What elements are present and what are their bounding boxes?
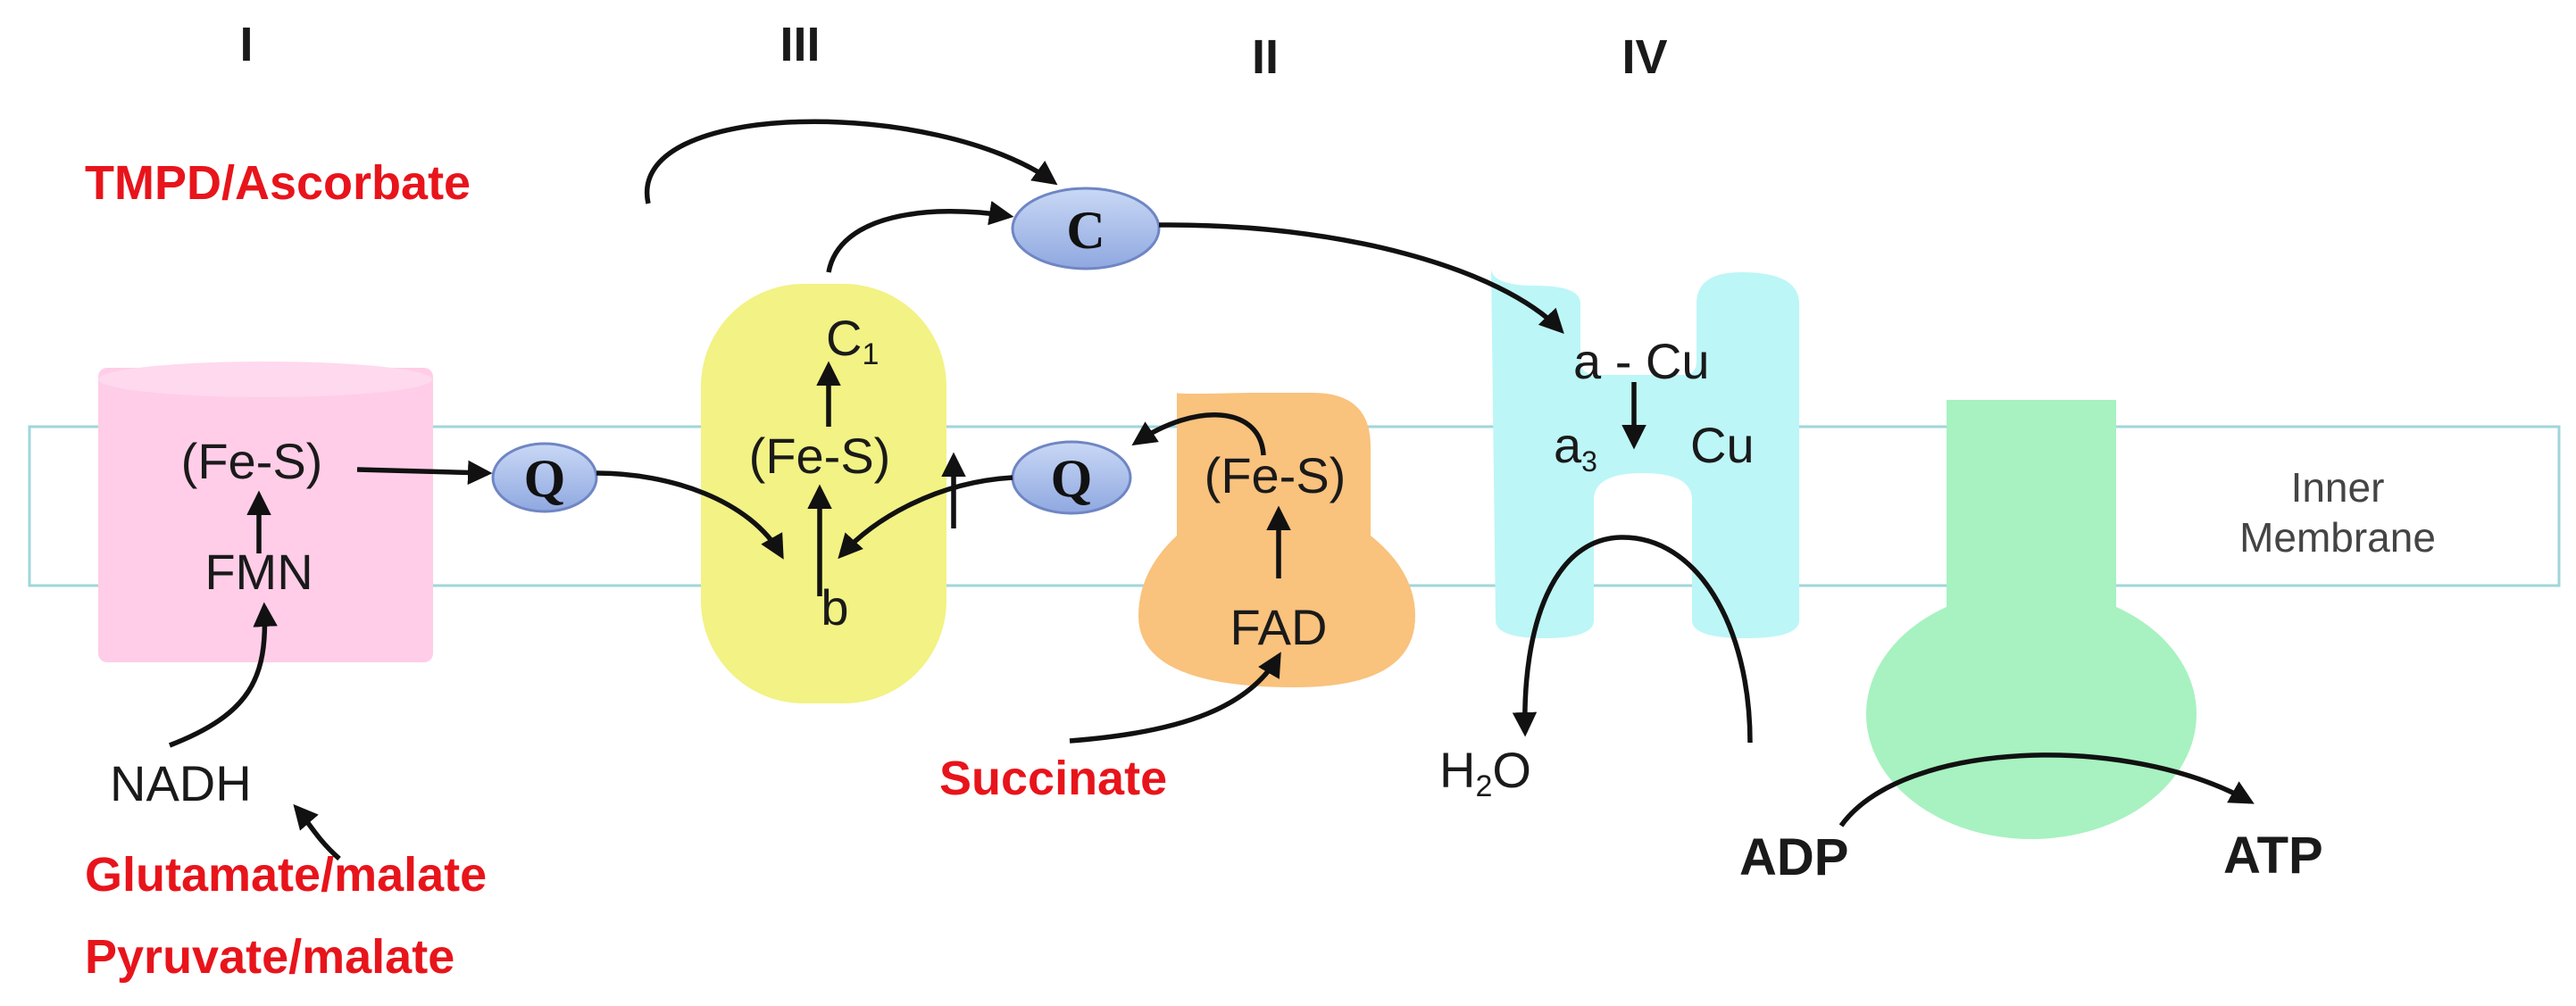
cytochrome-c: C: [1011, 187, 1161, 270]
atp-synthase: [1866, 400, 2197, 839]
ubiquinone-left: Q: [491, 442, 598, 513]
arrow-nadh-to-fmn: [169, 602, 278, 748]
complex-iv-a3-label: a3: [1554, 417, 1597, 478]
arrow-succinate-to-fad: [1069, 652, 1281, 744]
arrow-fes-to-q: [356, 460, 493, 486]
arrow-tmpd-to-cyt-c: [644, 119, 1058, 204]
complex-ii-fad-label: FAD: [1230, 599, 1328, 655]
tmpd-ascorbate-label: TMPD/Ascorbate: [85, 156, 471, 210]
pyruvate-malate-label: Pyruvate/malate: [85, 930, 454, 984]
electron-flow-arrows: [169, 119, 2255, 861]
inner-membrane-label-line2: Membrane: [2239, 514, 2436, 561]
complex-i-fes-label: (Fe-S): [181, 433, 323, 489]
svg-text:Q: Q: [524, 449, 566, 508]
complex-iii-b-label: b: [821, 579, 848, 636]
complex-ii-numeral: II: [1252, 30, 1279, 84]
arrow-o2-to-water: [1512, 535, 1753, 744]
complex-i: [98, 362, 433, 662]
arrow-fes-to-q2: [1131, 412, 1266, 456]
complex-iii: [701, 284, 946, 703]
succinate-label: Succinate: [939, 752, 1167, 805]
svg-text:C: C: [1066, 201, 1105, 260]
water-label: H2O: [1439, 742, 1531, 803]
complex-iv-a-cu-label: a - Cu: [1573, 333, 1710, 389]
complex-i-numeral: I: [239, 18, 253, 71]
arrow-q-to-b: [596, 470, 784, 560]
complex-iii-c1-label: C1: [826, 310, 879, 371]
complex-iv-cu-label: Cu: [1690, 417, 1755, 473]
complex-iii-fes-label: (Fe-S): [749, 428, 891, 484]
complex-iv: [1491, 268, 1799, 638]
arrow-cyt-c-to-iv: [1158, 222, 1564, 334]
arrow-glutamate-to-nadh: [293, 803, 341, 861]
atp-label: ATP: [2223, 827, 2323, 885]
svg-text:Q: Q: [1051, 449, 1093, 508]
complex-iv-numeral: IV: [1621, 30, 1667, 84]
complex-iii-numeral: III: [779, 18, 820, 71]
glutamate-malate-label: Glutamate/malate: [85, 848, 487, 902]
adp-label: ADP: [1739, 828, 1848, 886]
complex-ii-fes-label: (Fe-S): [1205, 447, 1346, 503]
nadh-label: NADH: [110, 755, 252, 811]
arrow-q2-to-b: [838, 475, 1013, 560]
arrow-adp-to-atp: [1838, 752, 2255, 827]
inner-membrane-label-line1: Inner: [2291, 464, 2385, 511]
ubiquinone-right: Q: [1011, 440, 1132, 515]
arrow-iii-to-cyt-c: [826, 201, 1014, 273]
